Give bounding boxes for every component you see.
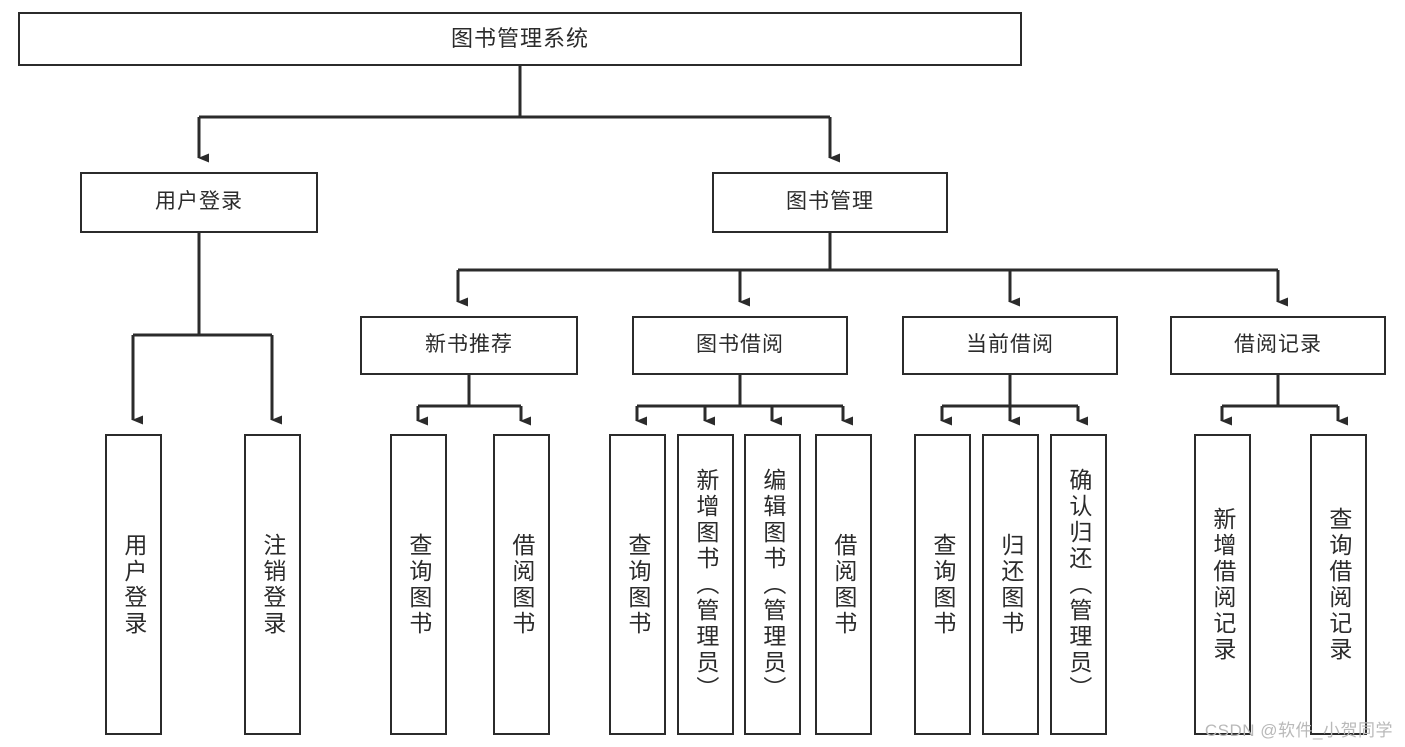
node-leaf-edit-book-admin[interactable]: 编辑图书（管理员）	[744, 434, 801, 735]
node-label: 用户登录	[155, 190, 243, 214]
node-label: 确认归还（管理员）	[1065, 467, 1092, 702]
node-label: 新增借阅记录	[1209, 506, 1236, 663]
node-leaf-confirm-return-admin[interactable]: 确认归还（管理员）	[1050, 434, 1107, 735]
node-current-borrow[interactable]: 当前借阅	[902, 316, 1118, 375]
watermark-text: CSDN @软件_小贺同学	[1204, 721, 1393, 740]
node-label: 查询图书	[929, 532, 956, 637]
node-label: 用户登录	[120, 532, 147, 637]
node-label: 编辑图书（管理员）	[759, 467, 786, 702]
node-label: 查询图书	[405, 532, 432, 637]
node-borrow-record[interactable]: 借阅记录	[1170, 316, 1386, 375]
node-leaf-query-book-borrow[interactable]: 查询图书	[609, 434, 666, 735]
node-leaf-return-book[interactable]: 归还图书	[982, 434, 1039, 735]
node-leaf-query-borrow-record[interactable]: 查询借阅记录	[1310, 434, 1367, 735]
node-label: 图书管理系统	[450, 26, 589, 52]
node-label: 借阅记录	[1234, 333, 1322, 357]
node-user-login[interactable]: 用户登录	[80, 172, 318, 233]
node-label: 注销登录	[259, 532, 286, 637]
node-leaf-user-login[interactable]: 用户登录	[105, 434, 162, 735]
node-leaf-add-book-admin[interactable]: 新增图书（管理员）	[677, 434, 734, 735]
node-root-book-management-system[interactable]: 图书管理系统	[18, 12, 1022, 66]
node-leaf-query-book-current[interactable]: 查询图书	[914, 434, 971, 735]
node-leaf-borrow-book-recommend[interactable]: 借阅图书	[493, 434, 550, 735]
node-new-book-recommend[interactable]: 新书推荐	[360, 316, 578, 375]
node-book-management[interactable]: 图书管理	[712, 172, 948, 233]
node-label: 图书借阅	[696, 333, 784, 357]
node-leaf-query-book-recommend[interactable]: 查询图书	[390, 434, 447, 735]
node-label: 借阅图书	[508, 532, 535, 637]
node-book-borrow[interactable]: 图书借阅	[632, 316, 848, 375]
node-label: 归还图书	[997, 532, 1024, 637]
node-label: 新增图书（管理员）	[692, 467, 719, 702]
node-leaf-user-logout[interactable]: 注销登录	[244, 434, 301, 735]
node-label: 借阅图书	[830, 532, 857, 637]
node-label: 新书推荐	[425, 333, 513, 357]
node-label: 查询图书	[624, 532, 651, 637]
node-label: 查询借阅记录	[1325, 506, 1352, 663]
node-leaf-add-borrow-record[interactable]: 新增借阅记录	[1194, 434, 1251, 735]
node-leaf-borrow-book[interactable]: 借阅图书	[815, 434, 872, 735]
node-label: 图书管理	[786, 190, 874, 214]
node-label: 当前借阅	[966, 333, 1054, 357]
